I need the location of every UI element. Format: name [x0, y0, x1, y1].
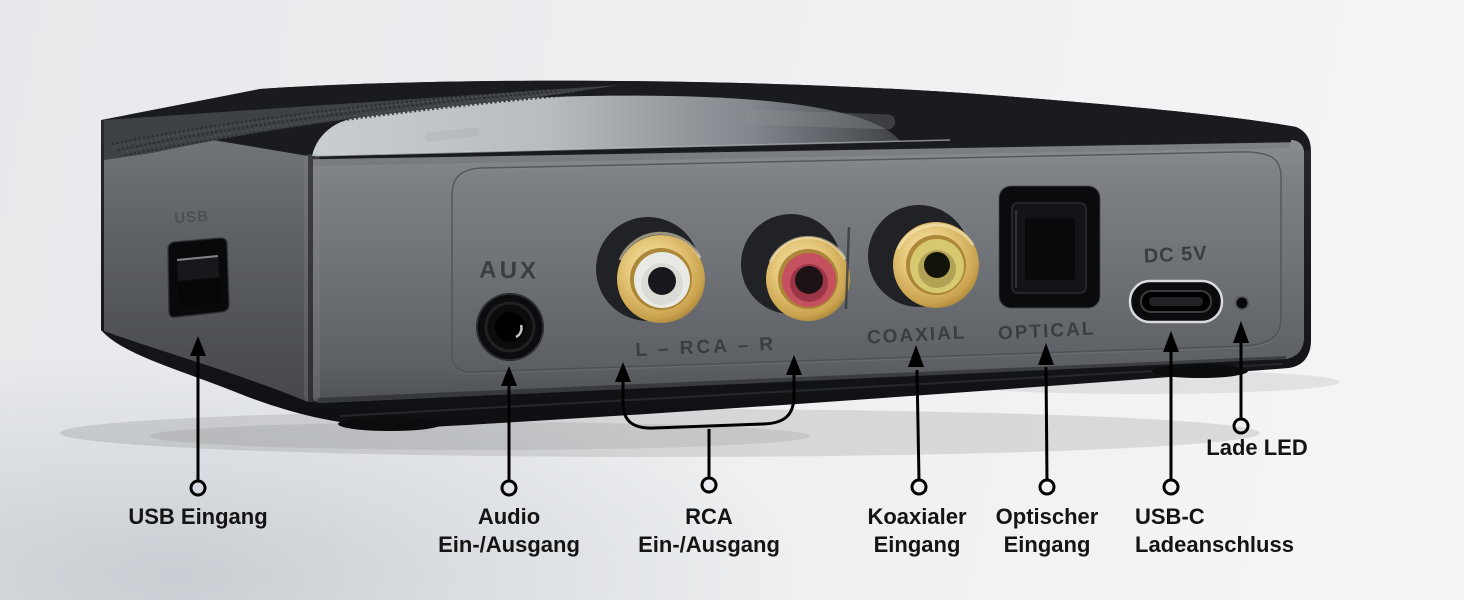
usb-a-rim	[167, 237, 230, 318]
usb-a-cavity	[178, 279, 220, 307]
arrowhead-aux	[501, 366, 517, 386]
arrowhead-optical	[1038, 343, 1054, 365]
arrow-optical-line	[1044, 366, 1049, 481]
usb-a-tongue	[177, 256, 219, 281]
label-rca-line2: Ein-/Ausgang	[638, 532, 780, 557]
top-face-reflection	[312, 95, 900, 156]
arrow-coaxial-origin	[910, 478, 928, 496]
logo-reflection-small	[425, 127, 480, 142]
logo-reflection	[745, 109, 895, 130]
label-audio-line2: Ein-/Ausgang	[438, 532, 580, 557]
usb-c-port	[1128, 279, 1224, 324]
label-usbc-line1: USB-C	[1135, 504, 1205, 529]
top-face-rim-highlight	[314, 139, 951, 157]
grille-texture-dark	[111, 89, 586, 156]
rca-white-port	[596, 217, 705, 323]
arrow-led-origin	[1232, 417, 1250, 435]
arrow-rca-origin	[700, 476, 718, 494]
led-hole	[1234, 295, 1250, 311]
corner-blend	[304, 154, 320, 402]
arrowhead-rca-left	[615, 362, 631, 382]
arrowhead-usbc	[1163, 331, 1179, 352]
arrow-usbc-origin	[1162, 478, 1180, 496]
panel-divider-tick	[844, 226, 851, 310]
aux-specular	[515, 324, 523, 339]
led-dot	[1236, 297, 1248, 309]
rca-red-gold-highlight	[768, 235, 847, 263]
arrow-rca-fork	[621, 374, 796, 430]
engraving-coaxial: COAXIAL	[866, 322, 966, 348]
rubber-foot-right	[1152, 364, 1248, 378]
rca-yellow-gold-highlight	[896, 223, 975, 250]
label-audio-line1: Audio	[478, 504, 540, 529]
arrowhead-led	[1233, 321, 1249, 343]
label-rca-line1: RCA	[685, 504, 733, 529]
rca-red-port	[741, 214, 850, 321]
rca-yellow-coaxial-port	[868, 205, 979, 308]
rca-red-hole	[795, 266, 823, 294]
label-koaxialer-line1: Koaxialer	[867, 504, 966, 529]
label-usbc-line2: Ladeanschluss	[1135, 532, 1294, 557]
arrowhead-rca-right	[786, 355, 802, 375]
back-panel-top-shade	[313, 141, 1290, 166]
speaker-grille	[104, 85, 620, 160]
optical-shutter	[1025, 218, 1075, 280]
engraving-usb: USB	[174, 208, 210, 227]
arrow-aux-origin	[500, 479, 518, 497]
rca-white-hole	[648, 267, 676, 295]
label-lade-led: Lade LED	[1206, 435, 1307, 460]
rca-yellow-hole	[924, 252, 950, 278]
rubber-foot-left	[338, 417, 442, 431]
grille-texture-light	[114, 89, 576, 153]
optical-rim	[998, 185, 1101, 309]
engraving-optical: OPTICAL	[998, 318, 1096, 344]
annotation-arrows	[189, 321, 1250, 497]
aux-jack	[476, 293, 544, 361]
aux-inner-ring	[484, 301, 536, 353]
led-rim	[1234, 295, 1250, 311]
usb-a-port	[167, 237, 230, 318]
engraving-dc5v: DC 5V	[1143, 242, 1208, 267]
audio-adapter-device: AUX L – RCA – R COAXIAL OPTICAL DC 5V US…	[101, 80, 1311, 431]
aux-bezel-rim	[476, 293, 544, 361]
usb-c-tongue	[1149, 297, 1203, 306]
arrowhead-coaxial	[908, 345, 924, 367]
label-optischer-line1: Optischer	[996, 504, 1099, 529]
annotation-labels: USB Eingang Audio Ein-/Ausgang RCA Ein-/…	[128, 435, 1307, 557]
label-usb-eingang: USB Eingang	[128, 504, 267, 529]
usb-a-tongue-highlight	[176, 255, 219, 261]
label-koaxialer-line2: Eingang	[874, 532, 961, 557]
label-optischer-line2: Eingang	[1004, 532, 1091, 557]
arrowheads	[190, 321, 1249, 386]
arrow-usb-origin	[189, 479, 207, 497]
rca-white-gold-highlight	[618, 231, 702, 261]
arrow-optical-origin	[1038, 478, 1056, 496]
arrow-coaxial-line	[915, 369, 921, 481]
panel-engraved-border	[451, 151, 1282, 373]
top-face-seam	[312, 139, 1292, 160]
arrowhead-usb	[190, 336, 206, 356]
engraving-aux: AUX	[479, 256, 539, 284]
back-panel-bottom-shade	[316, 356, 1286, 403]
optical-port	[998, 185, 1101, 309]
